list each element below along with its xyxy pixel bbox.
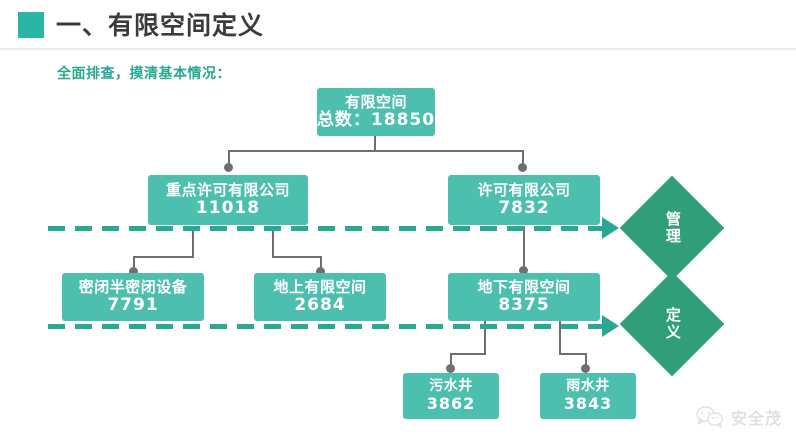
- connector-keylic-stem: [192, 226, 194, 258]
- node-licensed-value: 7832: [498, 197, 550, 218]
- node-under-ground[interactable]: 地下有限空间 8375: [448, 273, 600, 321]
- flow-arrow-define-icon: [602, 315, 619, 337]
- connector-dot-under-ground: [519, 266, 528, 275]
- connector-total-right-h: [374, 150, 524, 152]
- node-above-ground[interactable]: 地上有限空间 2684: [254, 273, 386, 321]
- node-rain-well-value: 3843: [563, 393, 613, 413]
- watermark-text: 安全茂: [730, 409, 782, 428]
- connector-dot-above-ground: [316, 267, 325, 276]
- node-licensed-label: 许可有限公司: [477, 181, 571, 200]
- node-licensed[interactable]: 许可有限公司 7832: [448, 175, 600, 225]
- node-sealed-equipment-value: 7791: [107, 294, 159, 315]
- node-total-label: 有限空间: [344, 93, 407, 112]
- node-under-ground-label: 地下有限空间: [477, 278, 571, 297]
- connector-dot-key-licensed: [224, 163, 233, 172]
- diamond-define-label: 定义: [663, 307, 682, 341]
- node-rain-well[interactable]: 雨水井 3843: [540, 373, 636, 419]
- connector-underground-right-v: [585, 353, 587, 369]
- connector-above-v: [320, 256, 322, 272]
- header-divider: [0, 48, 796, 50]
- connector-underground-left-stem: [484, 321, 486, 355]
- connector-total-stem: [374, 136, 376, 152]
- page-title: 一、有限空间定义: [56, 11, 265, 40]
- connector-dot-licensed: [518, 163, 527, 172]
- connector-total-right-v: [522, 150, 524, 168]
- connector-dot-rain-well: [581, 364, 590, 373]
- connector-underground-left-v: [450, 353, 452, 369]
- connector-above-h: [272, 256, 322, 258]
- node-sewage-well[interactable]: 污水井 3862: [403, 373, 499, 419]
- connector-above-stem: [272, 226, 274, 258]
- flow-line-manage: [48, 226, 611, 231]
- connector-dot-sealed-equipment: [129, 267, 138, 276]
- connector-underground-right-stem: [559, 321, 561, 355]
- node-above-ground-label: 地上有限空间: [273, 278, 367, 297]
- node-sealed-equipment-label: 密闭半密闭设备: [78, 278, 188, 297]
- watermark: 安全茂: [696, 405, 782, 429]
- flow-line-define: [48, 324, 611, 329]
- connector-total-left-h: [228, 150, 376, 152]
- node-sealed-equipment[interactable]: 密闭半密闭设备 7791: [62, 273, 204, 321]
- node-key-licensed[interactable]: 重点许可有限公司 11018: [148, 175, 308, 225]
- node-above-ground-value: 2684: [294, 294, 346, 315]
- diamond-define[interactable]: 定义: [619, 271, 725, 377]
- node-rain-well-label: 雨水井: [566, 378, 610, 395]
- connector-keylic-left-h: [133, 256, 194, 258]
- node-key-licensed-label: 重点许可有限公司: [165, 181, 290, 200]
- title-bullet-icon: [18, 12, 44, 38]
- flow-arrow-manage-icon: [602, 217, 619, 239]
- node-total[interactable]: 有限空间 总数：18850: [317, 88, 435, 136]
- node-total-value: 总数：18850: [316, 109, 436, 130]
- node-sewage-well-label: 污水井: [429, 378, 473, 395]
- connector-dot-sewage-well: [446, 364, 455, 373]
- node-key-licensed-value: 11018: [195, 197, 261, 218]
- connector-licensed-to-underground: [523, 226, 525, 270]
- wechat-icon: [696, 406, 723, 428]
- diamond-manage[interactable]: 管理: [619, 175, 725, 281]
- connector-total-left-v: [228, 150, 230, 168]
- connector-underground-left-h: [450, 353, 486, 355]
- diamond-manage-label: 管理: [663, 211, 682, 245]
- connector-keylic-left-v: [133, 256, 135, 272]
- subtitle: 全面排查，摸清基本情况：: [57, 66, 231, 82]
- node-sewage-well-value: 3862: [426, 393, 476, 413]
- connector-underground-right-h: [559, 353, 587, 355]
- node-under-ground-value: 8375: [498, 294, 550, 315]
